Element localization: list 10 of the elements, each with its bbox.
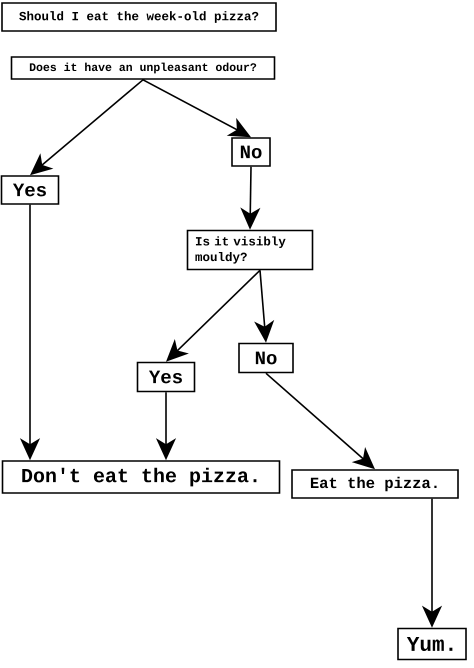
answer-box: No	[238, 342, 294, 374]
answer-box: Eat the pizza.	[291, 469, 459, 499]
question-box: Does it have an unpleasant odour?	[10, 56, 276, 80]
question-box: Is it visibly mouldy?	[186, 230, 314, 270]
title-box: Should I eat the week-old pizza?	[1, 2, 277, 32]
answer-box: Yes	[0, 175, 60, 205]
answer-box: No	[231, 137, 271, 167]
answer-box: Don't eat the pizza.	[2, 460, 280, 494]
answer-box: Yes	[136, 362, 196, 392]
answer-box: Yum.	[397, 628, 467, 660]
